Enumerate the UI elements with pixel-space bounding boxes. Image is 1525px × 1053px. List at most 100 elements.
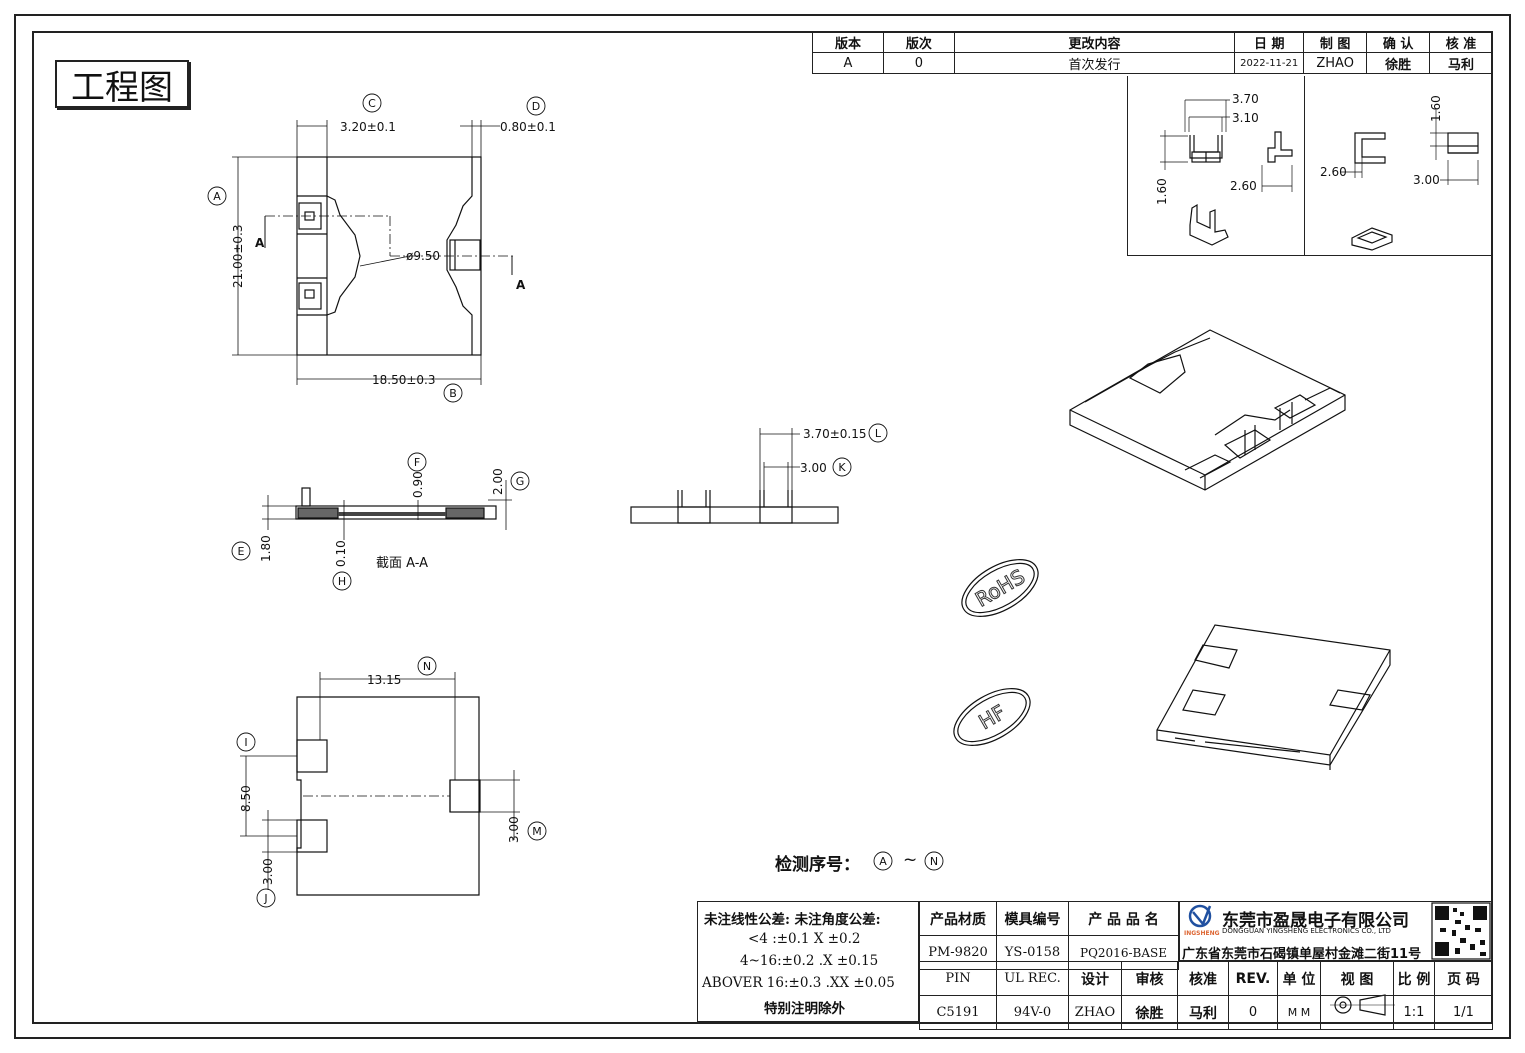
- rev-confirm: 徐胜: [1366, 52, 1431, 74]
- inset-dim-d2: 2.60: [1320, 165, 1347, 179]
- iso-view-bottom: [1156, 624, 1391, 770]
- label-l: L: [875, 427, 882, 440]
- rev-change: 首次发行: [953, 52, 1236, 74]
- dim-l: 3.70±0.15: [803, 427, 867, 441]
- inner-frame: [32, 31, 1493, 1024]
- tb-approve: 马利: [1177, 995, 1229, 1030]
- tb-ul-label: UL REC.: [996, 961, 1069, 996]
- revision-table: 版本 版次 更改内容 日 期 制 图 确 认 核 准 A 0 首次发行 2022…: [812, 32, 1493, 74]
- dim-i: 8.50: [239, 785, 253, 812]
- section-view: [262, 480, 512, 540]
- company-logo-icon: [1188, 904, 1212, 928]
- inset-dim-w2: 3.10: [1232, 111, 1259, 125]
- dim-c: 3.20±0.1: [340, 120, 396, 134]
- rev-header-version: 版本: [812, 32, 884, 53]
- company-logo-text: INGSHENG: [1184, 930, 1220, 937]
- outer-frame: [14, 14, 1511, 1039]
- dim-dia: ø9.50: [406, 249, 440, 263]
- label-k: K: [838, 461, 846, 474]
- qr-code-icon: [1431, 902, 1491, 960]
- inset-dim-w3: 3.00: [1413, 173, 1440, 187]
- label-d: D: [532, 100, 540, 113]
- tolerance-line-3: ABOVER 16:±0.3 .XX ±0.05: [702, 975, 895, 991]
- dim-j: 3.00: [261, 858, 275, 885]
- inset-dim-w1: 3.70: [1232, 92, 1259, 106]
- dim-m: 3.00: [507, 816, 521, 843]
- label-m: M: [532, 825, 542, 838]
- inset-dim-h1: 1.60: [1155, 178, 1169, 205]
- rev-header-approve: 核 准: [1429, 32, 1493, 53]
- label-a: A: [213, 190, 221, 203]
- label-n: N: [423, 660, 431, 673]
- tb-review: 徐胜: [1121, 995, 1178, 1030]
- rev-drawn: ZHAO: [1303, 52, 1368, 74]
- tolerance-line-1: <4 :±0.1 X ±0.2: [748, 931, 861, 947]
- drawing-title: 工程图: [55, 60, 189, 108]
- inset-pin-views: [1160, 99, 1479, 251]
- top-view: [232, 120, 515, 385]
- tb-design: ZHAO: [1068, 995, 1122, 1030]
- iso-view-top: [1069, 329, 1346, 491]
- bottom-view: [240, 672, 520, 896]
- tb-review-label: 审核: [1121, 961, 1178, 996]
- detect-from-label: A: [879, 855, 887, 868]
- rohs-stamp-outline: [961, 559, 1039, 617]
- dim-d: 0.80±0.1: [500, 120, 556, 134]
- inset-dim-h2: 1.60: [1429, 95, 1443, 122]
- section-mark-right: A: [516, 278, 526, 292]
- tb-rev: 0: [1228, 995, 1278, 1030]
- pin-detail-inset: [1127, 76, 1493, 256]
- dim-e: 1.80: [259, 535, 273, 562]
- tolerance-line-2: 4~16:±0.2 .X ±0.15: [740, 953, 879, 969]
- side-view: [630, 428, 839, 524]
- label-e: E: [238, 545, 245, 558]
- dim-f: 0.90: [411, 471, 425, 498]
- label-b: B: [449, 387, 457, 400]
- section-label: 截面 A-A: [376, 556, 428, 571]
- tb-design-label: 设计: [1068, 961, 1122, 996]
- tolerance-header: 未注线性公差: 未注角度公差:: [704, 912, 881, 928]
- detect-sequence: 检测序号： ~: [775, 850, 917, 875]
- inset-dim-d1: 2.60: [1230, 179, 1257, 193]
- detect-separator: ~: [903, 850, 918, 870]
- section-mark-left: A: [255, 236, 265, 250]
- tb-view-label: 视 图: [1320, 961, 1394, 996]
- tb-scale: 1:1: [1393, 995, 1435, 1030]
- dim-n: 13.15: [367, 673, 401, 687]
- tb-product-label: 产 品 品 名: [1068, 901, 1179, 936]
- label-j: J: [263, 892, 267, 905]
- dim-k: 3.00: [800, 461, 827, 475]
- tb-scale-label: 比 例: [1393, 961, 1435, 996]
- tb-ul: 94V-0: [996, 995, 1069, 1030]
- dim-b: 18.50±0.3: [372, 373, 436, 387]
- detect-label: 检测序号：: [775, 855, 860, 875]
- tolerance-line-4: 特别注明除外: [764, 1001, 845, 1017]
- tb-pin-label: PIN: [919, 961, 997, 996]
- hf-stamp-outline: [953, 688, 1031, 746]
- rev-approve: 马利: [1429, 52, 1493, 74]
- rev-date: 2022-11-21: [1234, 52, 1305, 74]
- tb-unit: M M: [1277, 995, 1321, 1030]
- hf-stamp: HF: [975, 700, 1010, 734]
- tb-mold-label: 模具编号: [996, 901, 1069, 936]
- tb-pin: C5191: [919, 995, 997, 1030]
- dim-g: 2.00: [491, 468, 505, 495]
- tb-view: [1320, 995, 1394, 1030]
- dim-a: 21.00±0.3: [231, 225, 245, 289]
- inset-divider: [1304, 76, 1305, 256]
- label-g: G: [516, 475, 525, 488]
- detect-to-label: N: [930, 855, 938, 868]
- label-f: F: [414, 456, 420, 469]
- rev-header-change: 更改内容: [953, 32, 1236, 53]
- company-address: 广东省东莞市石碣镇单屋村金滩二街11号: [1182, 947, 1422, 962]
- tolerance-box: 未注线性公差: 未注角度公差: <4 :±0.1 X ±0.2 4~16:±0.…: [697, 901, 919, 1022]
- title-block-bottom: PIN UL REC. 设计 审核 核准 REV. 单 位 视 图 比 例 页 …: [919, 961, 1493, 1030]
- label-c: C: [368, 97, 376, 110]
- tb-page-label: 页 码: [1434, 961, 1493, 996]
- dim-h: 0.10: [334, 540, 348, 567]
- label-i: I: [244, 736, 247, 749]
- label-h: H: [338, 575, 346, 588]
- company-block: 东莞市盈晟电子有限公司 DONGGUAN YINGSHENG ELECTRONI…: [1179, 901, 1493, 962]
- tb-rev-label: REV.: [1228, 961, 1278, 996]
